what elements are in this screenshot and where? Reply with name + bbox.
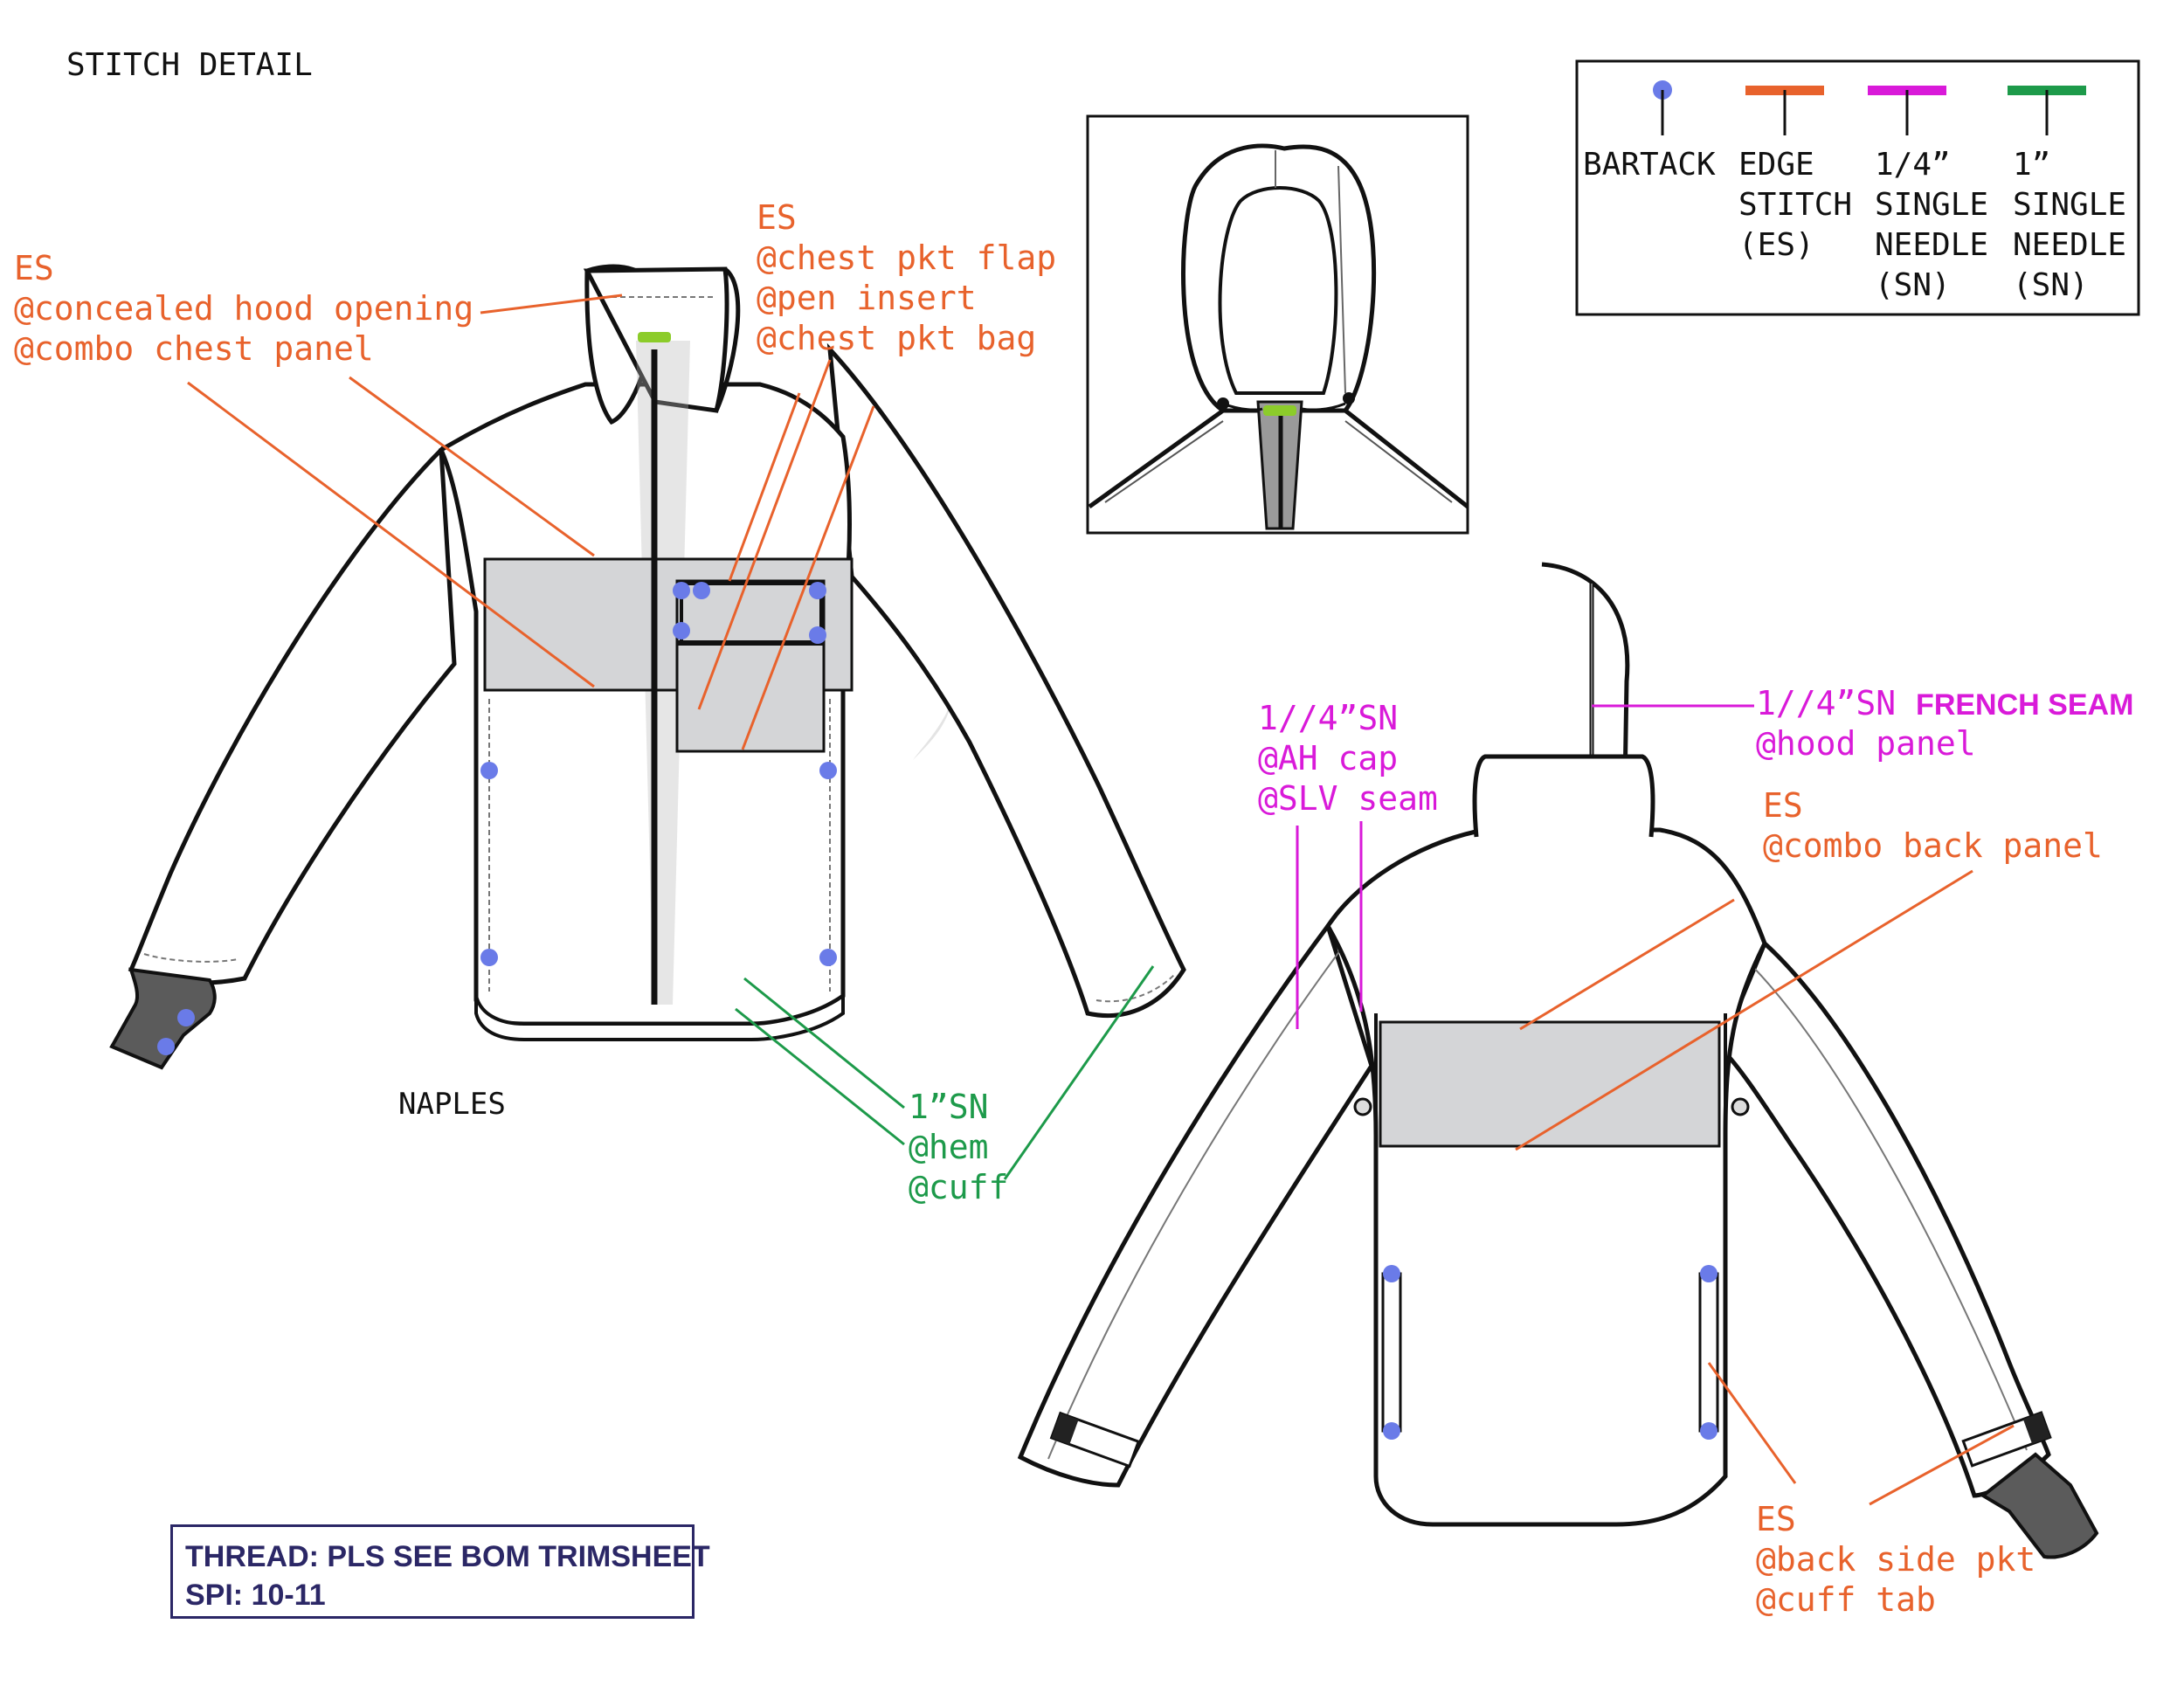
thread-note-line1: THREAD: PLS SEE BOM TRIMSHEET <box>185 1540 710 1573</box>
hood-panel-label: @hood panel <box>1756 724 1976 763</box>
back-es-label: ES <box>1763 786 1803 825</box>
slv-seam-label: @SLV seam <box>1258 779 1438 818</box>
back-left-sleeve <box>1017 921 1374 1488</box>
cuff-tab-label: @cuff tab <box>1756 1580 1936 1619</box>
back-right-side-pocket[interactable] <box>1698 1272 1719 1433</box>
side-es-label: ES <box>1756 1500 1796 1538</box>
back-leader-lines <box>1296 704 2015 1506</box>
hem-label: @hem <box>909 1128 989 1166</box>
back-annotations: 1//4”SN FRENCH SEAM @hood panel 1//4”SN … <box>1258 684 2133 1619</box>
front-leader-lines <box>187 294 1155 1180</box>
back-jacket-sketch <box>1017 562 2099 1559</box>
chest-pocket-bag <box>675 579 826 753</box>
legend-frame <box>1575 59 2140 316</box>
hem-sn-label: 1”SN <box>909 1088 989 1126</box>
hood-opening <box>1218 186 1338 395</box>
front-jacket-sketch <box>109 264 1186 1070</box>
back-bartacks <box>1383 1265 1717 1440</box>
front-collar-label-tab <box>638 332 671 342</box>
back-right-sleeve <box>1718 939 2051 1498</box>
back-right-cuff-tab[interactable] <box>1961 1411 2052 1468</box>
chest-pkt-bag-label: @chest pkt bag <box>757 319 1036 357</box>
thread-note: THREAD: PLS SEE BOM TRIMSHEET SPI: 10-11 <box>170 1524 710 1619</box>
front-left-sleeve <box>128 445 457 985</box>
legend-1sn-line2: SINGLE <box>2013 187 2126 223</box>
legend-qsn-line2: SINGLE <box>1875 187 1988 223</box>
legend-es-line3: (ES) <box>1738 227 1814 263</box>
legend-qsn-line4: (SN) <box>1875 267 1951 303</box>
sheet-title: STITCH DETAIL <box>66 47 313 83</box>
legend-bartack-label: BARTACK <box>1583 147 1716 183</box>
back-hood-panel <box>1541 562 1630 789</box>
front-right-sleeve <box>826 342 1186 1019</box>
legend-es-line1: EDGE <box>1738 147 1814 183</box>
legend-1sn-line4: (SN) <box>2013 267 2089 303</box>
style-name: NAPLES <box>398 1087 506 1122</box>
hood-french-seam-label: 1//4”SN FRENCH SEAM <box>1756 684 2133 722</box>
legend-1sn-line1: 1” <box>2013 147 2050 183</box>
cuff-label: @cuff <box>909 1168 1008 1206</box>
back-right-cuff <box>1980 1452 2099 1559</box>
ah-cap-label: @AH cap <box>1258 739 1398 777</box>
front-annotations: ES @concealed hood opening @combo chest … <box>14 198 1056 1206</box>
stitch-legend: BARTACK EDGE STITCH (ES) 1/4” SINGLE NEE… <box>1575 59 2140 316</box>
back-combo-panel <box>1379 1020 1721 1148</box>
chest-es-label: ES <box>757 198 797 237</box>
front-es-label: ES <box>14 249 54 287</box>
combo-chest-panel-label: @combo chest panel <box>14 329 374 368</box>
legend-qsn-line1: 1/4” <box>1875 147 1951 183</box>
left-snap-icon <box>1353 1097 1372 1116</box>
legend-1sn-line3: NEEDLE <box>2013 227 2126 263</box>
front-bartacks <box>157 582 837 1055</box>
back-left-cuff-tab[interactable] <box>1049 1411 1141 1468</box>
pen-insert-label: @pen insert <box>757 279 977 317</box>
left-drawcord-stopper-icon <box>1217 397 1229 410</box>
concealed-hood-opening-label: @concealed hood opening <box>14 289 473 328</box>
legend-es-line2: STITCH <box>1738 187 1852 223</box>
right-drawcord-stopper-icon <box>1343 392 1355 404</box>
thread-note-line2: SPI: 10-11 <box>185 1579 326 1612</box>
hood-detail-inset <box>1086 114 1469 535</box>
back-side-pkt-label: @back side pkt <box>1756 1540 2035 1579</box>
chest-pkt-flap-label: @chest pkt flap <box>757 238 1056 277</box>
legend-qsn-line3: NEEDLE <box>1875 227 1988 263</box>
ah-sn-label: 1//4”SN <box>1258 699 1398 737</box>
hood-label-tab <box>1263 405 1296 416</box>
combo-back-panel-label: @combo back panel <box>1763 826 2103 865</box>
right-snap-icon <box>1731 1097 1750 1116</box>
back-left-side-pocket[interactable] <box>1381 1272 1402 1433</box>
